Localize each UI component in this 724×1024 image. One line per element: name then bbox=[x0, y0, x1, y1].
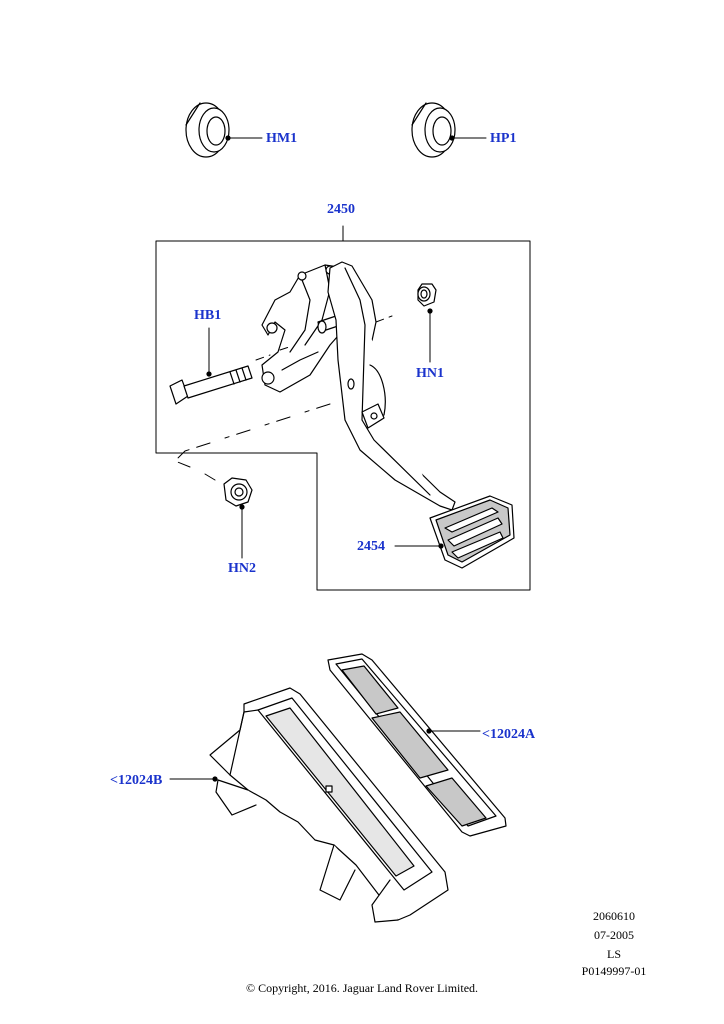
bolt-hb1-icon bbox=[169, 365, 253, 405]
callout-2454[interactable]: 2454 bbox=[357, 539, 385, 554]
callout-hn1[interactable]: HN1 bbox=[416, 366, 444, 381]
bolt-axis-line bbox=[255, 345, 293, 361]
leader-dot-2454 bbox=[438, 543, 444, 549]
copyright-notice: © Copyright, 2016. Jaguar Land Rover Lim… bbox=[245, 981, 479, 995]
pedal-arm-icon bbox=[327, 261, 456, 511]
callout-12024a[interactable]: <12024A bbox=[482, 727, 536, 742]
leader-dot-hn1 bbox=[427, 308, 433, 314]
pedal-cover-a-icon bbox=[327, 653, 507, 837]
callout-hb1[interactable]: HB1 bbox=[194, 308, 222, 323]
leader-dot-hb1 bbox=[206, 371, 212, 377]
leader-dot-12024b bbox=[212, 776, 218, 782]
leader-dot-hm1 bbox=[225, 135, 231, 141]
leader-dot-12024a bbox=[426, 728, 432, 734]
nut-hn1-icon bbox=[417, 283, 437, 307]
grommet-hp1-icon bbox=[411, 102, 456, 158]
reference-line-4: P0149997-01 bbox=[581, 964, 647, 978]
reference-line-1: 2060610 bbox=[593, 909, 635, 923]
reference-line-3: LS bbox=[606, 947, 621, 961]
reference-line-2: 07-2005 bbox=[594, 928, 634, 942]
callout-hp1[interactable]: HP1 bbox=[490, 131, 517, 146]
grommet-hm1-icon bbox=[185, 102, 230, 158]
callout-hn2[interactable]: HN2 bbox=[228, 561, 256, 576]
leader-dot-hp1 bbox=[449, 135, 455, 141]
pedal-cover-b-icon bbox=[209, 687, 449, 923]
assembly-frame bbox=[155, 240, 531, 591]
pedal-pad-icon bbox=[429, 495, 515, 569]
callout-2450[interactable]: 2450 bbox=[327, 202, 355, 217]
leader-dot-hn2 bbox=[239, 504, 245, 510]
callout-12024b[interactable]: <12024B bbox=[110, 773, 163, 788]
nut-hn2-icon bbox=[223, 477, 253, 507]
hn2-axis-line bbox=[174, 403, 331, 481]
callout-hm1[interactable]: HM1 bbox=[266, 131, 298, 146]
hn1-axis-line bbox=[375, 315, 393, 323]
